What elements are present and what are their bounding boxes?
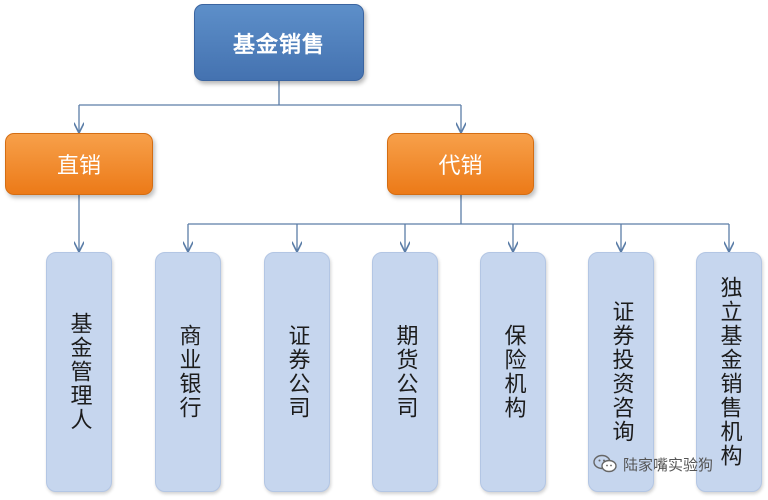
watermark-text: 陆家嘴实验狗 — [623, 455, 714, 474]
agency-sales-label: 代销 — [438, 154, 483, 179]
insurance-institution-label: 保险机构 — [500, 324, 526, 420]
commercial-bank-label: 商业银行 — [175, 324, 201, 420]
leaf-node-commercial-bank: 商业银行 — [155, 252, 221, 492]
leaf-node-securities-investment-consulting: 证券投资咨询 — [588, 252, 654, 492]
leaf-node-fund-manager: 基金管理人 — [46, 252, 112, 492]
direct-sales-label: 直销 — [56, 154, 101, 179]
branch-node-direct-sales: 直销 — [5, 133, 153, 195]
watermark: 陆家嘴实验狗 — [593, 452, 713, 476]
branch-node-agency-sales: 代销 — [387, 133, 534, 195]
securities-investment-consulting-label: 证券投资咨询 — [608, 300, 634, 444]
securities-company-label: 证券公司 — [284, 324, 310, 420]
leaf-node-futures-company: 期货公司 — [372, 252, 438, 492]
root-label: 基金销售 — [232, 32, 325, 58]
futures-company-label: 期货公司 — [392, 324, 418, 420]
leaf-node-insurance-institution: 保险机构 — [480, 252, 546, 492]
leaf-node-securities-company: 证券公司 — [264, 252, 330, 492]
fund-manager-label: 基金管理人 — [66, 312, 92, 432]
leaf-node-independent-fund-sales: 独立基金销售机构 — [696, 252, 762, 492]
root-node-fund-sales: 基金销售 — [194, 4, 364, 81]
wechat-icon — [593, 454, 617, 473]
independent-fund-sales-label: 独立基金销售机构 — [716, 276, 742, 468]
